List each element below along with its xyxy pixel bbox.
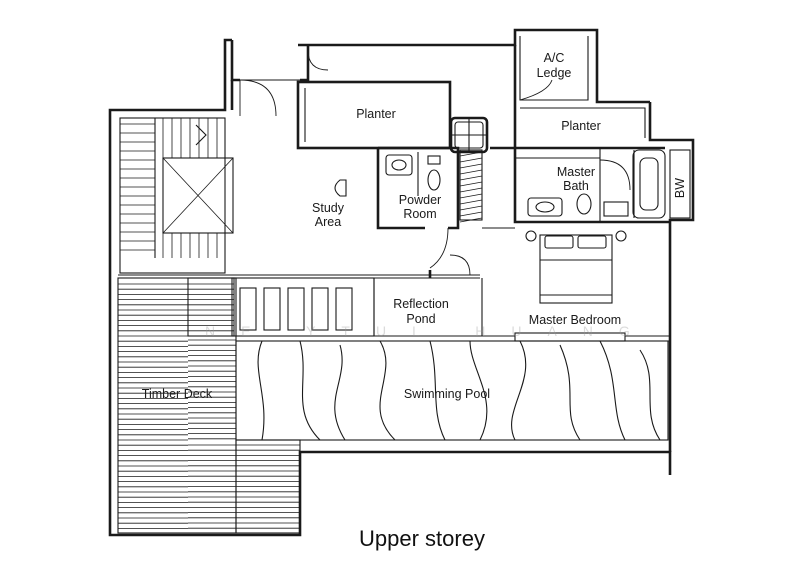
timber-deck xyxy=(117,277,301,534)
label-study-2: Area xyxy=(315,215,341,229)
master-bed xyxy=(525,230,627,304)
watermark: NE YTUL HUANG xyxy=(205,323,656,339)
label-powder-1: Powder xyxy=(399,193,441,207)
doors xyxy=(239,49,631,276)
label-reflection-1: Reflection xyxy=(393,297,449,311)
outer-walls xyxy=(108,28,695,537)
label-study-1: Study xyxy=(312,201,345,215)
label-ac-ledge-2: Ledge xyxy=(537,66,572,80)
label-bw: BW xyxy=(673,178,687,198)
skylight-box xyxy=(449,116,489,154)
label-master-bath-2: Bath xyxy=(563,179,589,193)
label-timber-deck: Timber Deck xyxy=(142,387,213,401)
label-planter-right: Planter xyxy=(561,119,601,133)
label-powder-2: Room xyxy=(403,207,436,221)
interior-walls xyxy=(230,45,517,278)
swimming-pool xyxy=(235,340,669,441)
label-swimming-pool: Swimming Pool xyxy=(404,387,490,401)
label-ac-ledge-1: A/C xyxy=(544,51,565,65)
label-planter-top: Planter xyxy=(356,107,396,121)
staircase xyxy=(119,117,234,274)
planter-top xyxy=(296,80,452,150)
label-master-bath-1: Master xyxy=(557,165,595,179)
master-bath xyxy=(513,146,691,224)
label-master-bedroom: Master Bedroom xyxy=(529,313,621,327)
powder-room xyxy=(376,146,483,230)
room-labels: Planter A/C Ledge Planter Master Bath BW… xyxy=(142,51,687,401)
reflection-pond xyxy=(231,277,483,337)
label-reflection-2: Pond xyxy=(406,312,435,326)
deck-steps xyxy=(187,277,235,337)
plan-caption: Upper storey xyxy=(359,526,485,551)
study-chair xyxy=(334,179,347,197)
